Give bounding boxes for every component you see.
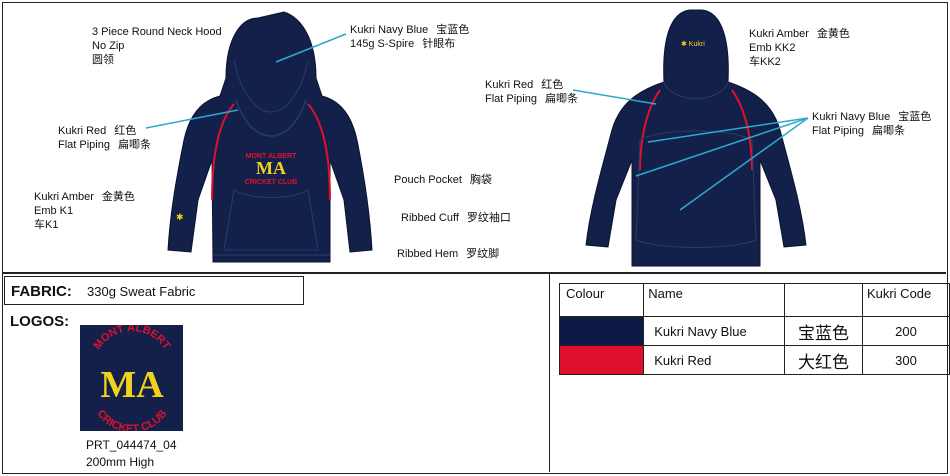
fabric-box: FABRIC: 330g Sweat Fabric <box>4 276 304 305</box>
logo-bottom-text: CRICKET CLUB <box>94 408 169 436</box>
svg-text:✱: ✱ <box>176 213 184 223</box>
callout-lines <box>145 33 809 211</box>
svg-text:✱ Kukri: ✱ Kukri <box>681 40 705 48</box>
logos-title: LOGOS: <box>10 313 70 330</box>
fabric-value: 330g Sweat Fabric <box>87 284 196 299</box>
colour-name: Kukri Navy Blue <box>643 316 786 346</box>
colour-code: 200 <box>861 316 950 346</box>
header-name: Name <box>643 283 786 317</box>
table-row: Kukri Red 大红色 300 <box>558 345 950 375</box>
back-hoodie-illustration: ✱ Kukri <box>585 9 807 267</box>
club-logo: MONT ALBERT MA CRICKET CLUB <box>80 322 183 435</box>
logo-code: PRT_044474_04 <box>86 438 177 452</box>
fabric-title: FABRIC: <box>11 283 72 300</box>
colour-table: Colour Name Kukri Code Kukri Navy Blue 宝… <box>558 283 950 375</box>
table-header-row: Colour Name Kukri Code <box>558 283 950 317</box>
neck-label: 3 Piece Round Neck Hood No Zip 圆领 <box>92 26 222 66</box>
svg-text:CRICKET CLUB: CRICKET CLUB <box>245 179 298 186</box>
section-divider <box>2 272 946 274</box>
colour-swatch <box>558 316 645 346</box>
header-kukri-code: Kukri Code <box>861 283 950 317</box>
header-blank <box>784 283 863 317</box>
colour-swatch <box>558 345 645 375</box>
svg-text:MA: MA <box>256 158 286 178</box>
colour-cn: 宝蓝色 <box>784 316 863 346</box>
colour-code: 300 <box>861 345 950 375</box>
colour-name: Kukri Red <box>643 345 786 375</box>
front-hoodie-illustration: MONT ALBERT MA CRICKET CLUB ✱ <box>167 11 373 263</box>
column-divider <box>549 274 550 472</box>
logo-top-text: MONT ALBERT <box>92 322 173 352</box>
hoodie-artwork: MONT ALBERT MA CRICKET CLUB ✱ ✱ Kukri <box>145 9 809 267</box>
table-row: Kukri Navy Blue 宝蓝色 200 <box>558 316 950 346</box>
svg-text:MONT ALBERT: MONT ALBERT <box>92 325 173 352</box>
svg-text:CRICKET CLUB: CRICKET CLUB <box>94 408 169 431</box>
logo-size: 200mm High <box>86 455 155 469</box>
colour-cn: 大红色 <box>784 345 863 375</box>
header-colour: Colour <box>558 283 645 317</box>
svg-text:MONT ALBERT: MONT ALBERT <box>246 153 297 160</box>
svg-text:MA: MA <box>100 364 164 406</box>
